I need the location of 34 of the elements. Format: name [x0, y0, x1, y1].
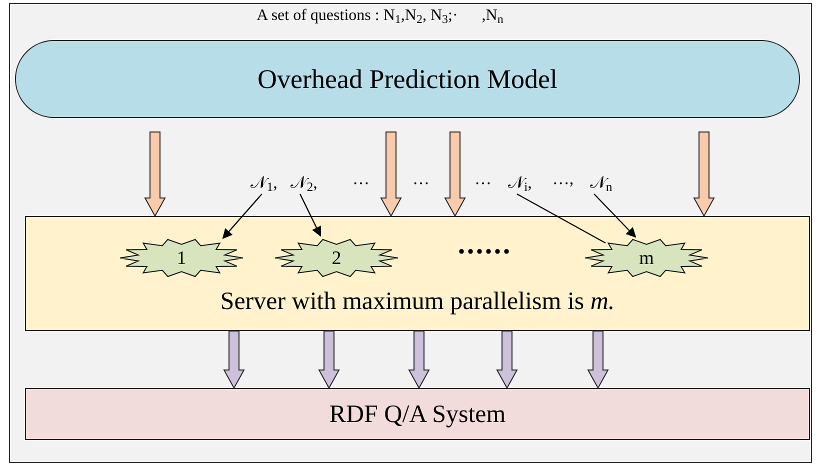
ellipsis-label: …, [551, 170, 575, 187]
starburst-shape [274, 238, 399, 278]
question-set-label: A set of questions : N$_{1}$,N$_{2}$, N$_{3}$;· ,N$_{n}$ [256, 8, 504, 24]
arrow [594, 194, 636, 238]
arrow [222, 194, 262, 239]
server-box [25, 216, 810, 331]
starburst-shape [119, 238, 244, 278]
query-label: 𝒩$_{2}$, [286, 170, 322, 194]
block-arrow [587, 330, 609, 390]
query-label: 𝒩$_{1}$, [246, 170, 282, 194]
block-arrow [318, 330, 340, 390]
block-arrow [408, 330, 430, 390]
server-caption: Server with maximum parallelism is m. [219, 289, 616, 314]
block-arrow [380, 132, 402, 218]
block-arrow [444, 132, 466, 218]
starburst-shape [584, 238, 709, 278]
node-label: m [639, 248, 654, 268]
node-label: 1 [176, 248, 186, 268]
ellipsis-label: … [474, 170, 492, 187]
block-arrow [693, 132, 715, 218]
system-box [25, 388, 810, 440]
block-arrow [223, 330, 245, 390]
ellipsis-label: … [412, 170, 430, 187]
node-label: 2 [332, 248, 342, 268]
box-title: RDF Q/A System [329, 402, 506, 426]
ellipsis-label: … [352, 170, 370, 187]
query-label: 𝒩$_{n}$ [586, 170, 616, 194]
box-title: Overhead Prediction Model [258, 66, 558, 92]
block-arrow [144, 132, 166, 218]
query-label: 𝒩$_{i}$, [503, 170, 537, 194]
arrow [300, 194, 322, 237]
ellipsis-label: •••••• [456, 242, 513, 262]
block-arrow [496, 330, 518, 390]
leader-line [516, 193, 606, 244]
